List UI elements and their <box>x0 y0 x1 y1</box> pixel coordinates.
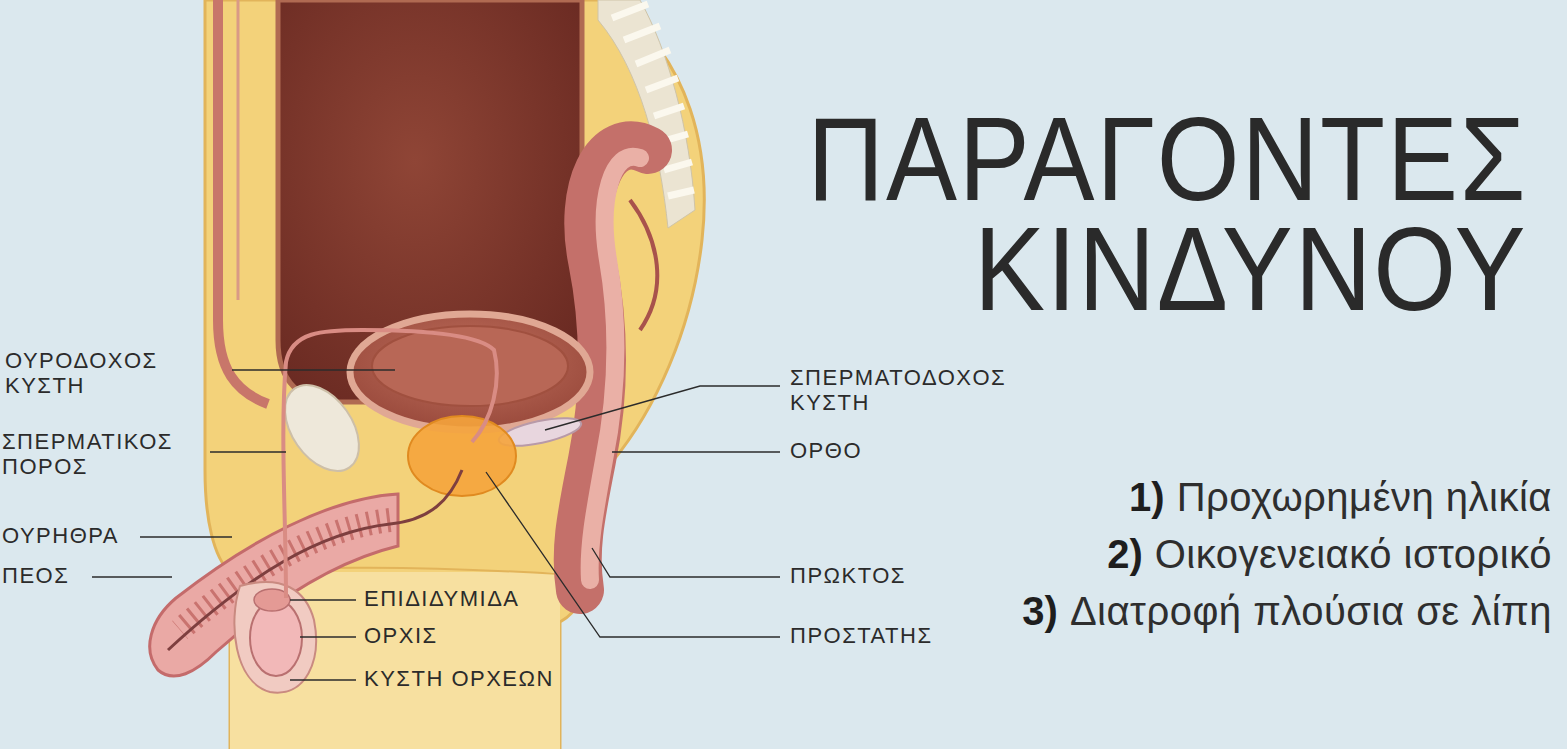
part-label: ΣΠΕΡΜΑΤΟΔΟΧΟΣ ΚΥΣΤΗ <box>790 366 1006 415</box>
part-label: ΕΠΙΔΙΔΥΜΙΔΑ <box>364 587 520 612</box>
risk-factor: Προχωρημένη ηλικία <box>1177 475 1552 520</box>
leader-line <box>290 679 356 680</box>
leader-line <box>612 451 780 452</box>
leader-line <box>290 599 356 600</box>
part-label: ΠΡΟΣΤΑΤΗΣ <box>790 624 933 649</box>
risk-factor: Οικογενειακό ιστορικό <box>1155 532 1552 577</box>
leader-line <box>140 536 232 537</box>
part-label: ΟΡΧΙΣ <box>364 624 438 649</box>
list-number: 3) <box>1022 589 1058 634</box>
leader-line <box>592 548 780 577</box>
leader-line <box>92 576 172 577</box>
part-label: ΣΠΕΡΜΑΤΙΚΟΣ ΠΟΡΟΣ <box>2 430 173 479</box>
leader-line <box>232 369 395 370</box>
page-title: ΠΑΡΑΓΟΝΤΕΣ ΚΙΝΔΥΝΟΥ <box>807 104 1527 324</box>
leader-lines <box>92 370 780 680</box>
leader-line <box>545 386 780 430</box>
part-label: ΟΥΡΟΔΟΧΟΣ ΚΥΣΤΗ <box>5 349 158 398</box>
leader-line <box>486 472 780 637</box>
leader-line <box>210 451 286 452</box>
prostate <box>408 416 516 496</box>
risk-factor: Διατροφή πλούσια σε λίπη <box>1070 589 1552 634</box>
abdominal-fascia <box>237 0 240 300</box>
abdominal-muscle <box>218 0 268 404</box>
rectum-fold <box>630 200 657 330</box>
thigh-region <box>230 572 560 749</box>
part-label: ΠΡΩΚΤΟΣ <box>790 564 906 589</box>
part-label: ΠΕΟΣ <box>2 564 69 589</box>
part-label: ΟΥΡΗΘΡΑ <box>2 524 119 549</box>
list-number: 2) <box>1107 532 1143 577</box>
list-number: 1) <box>1129 475 1165 520</box>
part-label: ΚΥΣΤΗ ΟΡΧΕΩΝ <box>364 667 554 692</box>
leader-line <box>300 636 356 637</box>
part-label: ΟΡΘΟ <box>790 439 862 464</box>
rectum-lumen <box>590 157 640 580</box>
